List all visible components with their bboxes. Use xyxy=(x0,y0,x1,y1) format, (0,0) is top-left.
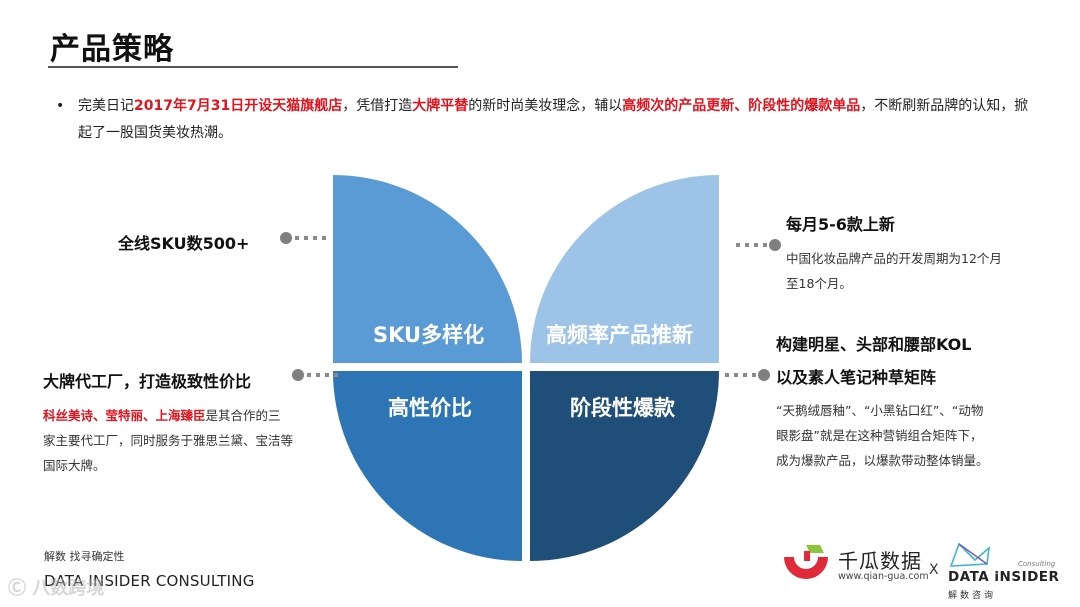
connector-dot xyxy=(280,232,292,244)
quadrant-label-hit-products: 阶段性爆款 xyxy=(570,396,675,420)
quadrant-label-sku: SKU多样化 xyxy=(373,323,485,347)
annotation-sku-heading: 全线SKU数500+ xyxy=(118,234,250,253)
intro-text: ，不断刷新品牌的认知，掀起了一股国货美妆热潮。 xyxy=(78,98,1029,141)
factory-names: 科丝美诗、莹特丽、上海臻臣 xyxy=(43,408,206,423)
connector-top-left xyxy=(280,232,328,244)
annotation-hit-body: “天鹅绒唇釉”、“小黑钻口红”、“动物眼影盘”就是在这种营销组合矩阵下，成为爆款… xyxy=(776,403,989,468)
quadrant-top-right xyxy=(530,175,719,363)
page-title: 产品策略 xyxy=(50,32,174,67)
strategy-quadrant-diagram: SKU多样化 高频率产品推新 高性价比 阶段性爆款 xyxy=(333,175,719,561)
intro-highlight: 高频次的产品更新、阶段性的爆款单品 xyxy=(622,98,861,114)
connector-bottom-left xyxy=(292,369,340,381)
data-insider-cn-name: 解数咨询 xyxy=(948,591,997,601)
intro-highlight: 2017年7月31日开设天猫旗舰店 xyxy=(134,98,343,114)
annotation-value-heading: 大牌代工厂，打造极致性价比 xyxy=(43,372,252,391)
data-insider-logo-icon xyxy=(949,542,991,567)
title-underline xyxy=(48,66,458,68)
qiangua-url: www.qian-gua.com xyxy=(838,571,929,582)
annotation-new-products-heading: 每月5-6款上新 xyxy=(786,215,895,234)
intro-highlight: 大牌平替 xyxy=(412,98,469,114)
connector-dot xyxy=(758,369,770,381)
annotation-new-products-body: 中国化妆品牌产品的开发周期为12个月至18个月。 xyxy=(786,251,1002,291)
quadrant-bottom-right xyxy=(530,371,719,561)
annotation-value-body: 科丝美诗、莹特丽、上海臻臣是其合作的三家主要代工厂，同时服务于雅思兰黛、宝洁等国… xyxy=(43,403,293,478)
intro-text: ，凭借打造 xyxy=(342,98,413,114)
data-insider-name: DATA iNSIDER xyxy=(948,569,1060,585)
footer-company-name: DATA INSIDER CONSULTING xyxy=(44,572,255,590)
intro-text: 完美日记 xyxy=(78,98,134,114)
connector-dot xyxy=(292,369,304,381)
footer-tagline: 解数 找寻确定性 xyxy=(44,550,125,563)
intro-paragraph: 完美日记2017年7月31日开设天猫旗舰店，凭借打造大牌平替的新时尚美妆理念，辅… xyxy=(78,93,1038,147)
quadrant-top-left xyxy=(333,175,522,363)
data-insider-consulting: Consulting xyxy=(1018,560,1056,568)
partnership-times: X xyxy=(929,562,939,578)
watermark: Ⓒ 八数跨境 xyxy=(8,578,105,599)
annotation-hit-heading-2: 以及素人笔记种草矩阵 xyxy=(776,368,937,387)
quadrant-shapes xyxy=(333,175,719,561)
qiangua-name: 千瓜数据 xyxy=(838,549,922,573)
qiangua-logo-icon xyxy=(784,545,828,579)
quadrant-label-new-products: 高频率产品推新 xyxy=(546,323,693,347)
quadrant-bottom-left xyxy=(333,371,522,561)
connector-bottom-right xyxy=(722,369,770,381)
annotation-hit-heading-1: 构建明星、头部和腰部KOL xyxy=(776,335,972,354)
connector-dot xyxy=(769,239,781,251)
bullet-marker: • xyxy=(56,98,65,114)
quadrant-label-value: 高性价比 xyxy=(388,396,472,420)
connector-top-right xyxy=(733,239,781,251)
intro-text: 的新时尚美妆理念，辅以 xyxy=(468,98,623,114)
annotation-value-text: 是其合作的三家主要代工厂，同时服务于雅思兰黛、宝洁等国际大牌。 xyxy=(43,408,294,473)
